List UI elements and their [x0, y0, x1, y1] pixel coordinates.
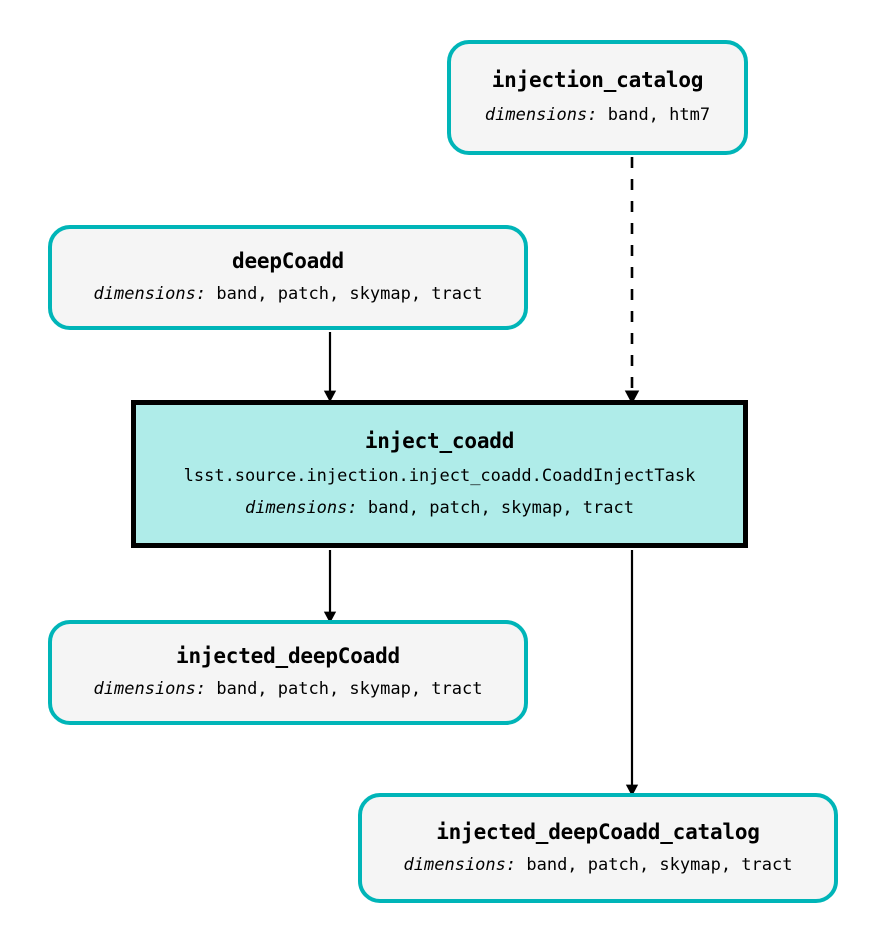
node-dimensions: dimensions: band, patch, skymap, tract: [93, 679, 483, 700]
dimensions-value: band, patch, skymap, tract: [216, 284, 483, 305]
node-title: deepCoadd: [232, 249, 344, 274]
dataset-node-injected-deepcoadd[interactable]: injected_deepCoadd dimensions: band, pat…: [48, 620, 528, 725]
dataset-node-injection-catalog[interactable]: injection_catalog dimensions: band, htm7: [447, 40, 748, 155]
node-classname: lsst.source.injection.inject_coadd.Coadd…: [183, 466, 696, 486]
node-dimensions: dimensions: band, htm7: [484, 105, 711, 126]
dimensions-label: dimensions:: [245, 497, 368, 518]
dimensions-value: band, patch, skymap, tract: [526, 854, 793, 875]
dimensions-label: dimensions:: [93, 284, 217, 305]
dataset-node-injected-deepcoadd-catalog[interactable]: injected_deepCoadd_catalog dimensions: b…: [358, 793, 838, 903]
dataset-node-deepcoadd[interactable]: deepCoadd dimensions: band, patch, skyma…: [48, 225, 528, 330]
dimensions-label: dimensions:: [403, 854, 527, 875]
node-dimensions: dimensions: band, patch, skymap, tract: [245, 497, 634, 519]
node-title: inject_coadd: [364, 428, 515, 453]
node-title: injected_deepCoadd: [176, 644, 400, 669]
dimensions-value: band, patch, skymap, tract: [216, 679, 483, 700]
node-title: injected_deepCoadd_catalog: [436, 819, 760, 844]
dimensions-label: dimensions:: [93, 679, 217, 700]
dimensions-value: band, htm7: [607, 105, 711, 126]
dimensions-value: band, patch, skymap, tract: [367, 497, 634, 518]
node-dimensions: dimensions: band, patch, skymap, tract: [93, 284, 483, 305]
node-dimensions: dimensions: band, patch, skymap, tract: [403, 854, 793, 876]
task-node-inject-coadd[interactable]: inject_coadd lsst.source.injection.injec…: [131, 400, 748, 548]
dimensions-label: dimensions:: [484, 105, 608, 126]
node-title: injection_catalog: [491, 68, 704, 93]
